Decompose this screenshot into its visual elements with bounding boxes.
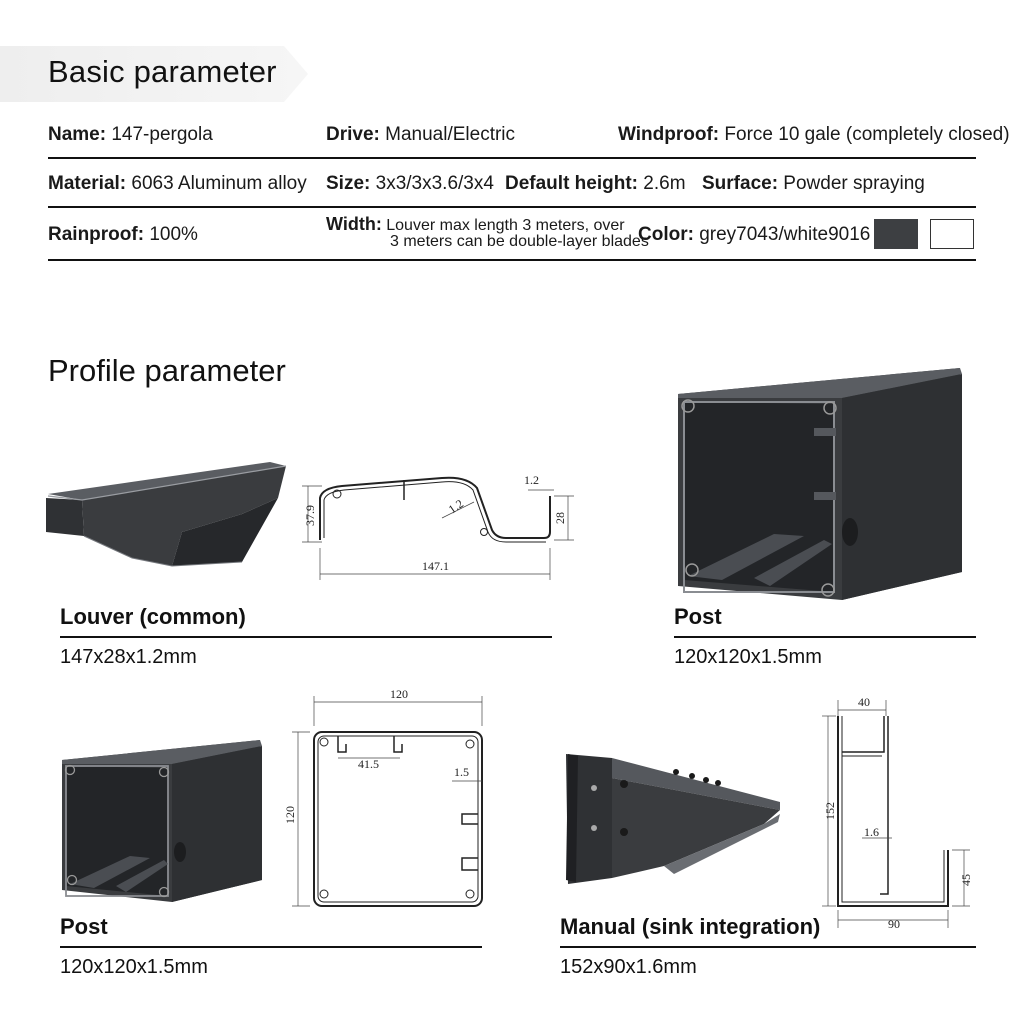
param-row-3: Rainproof: 100%: [48, 224, 976, 268]
profile-dimensions: 147x28x1.2mm: [60, 646, 197, 668]
gutter-width-label: 90: [888, 917, 900, 930]
basic-parameter-title: Basic parameter: [48, 54, 277, 89]
caption-divider: [674, 636, 976, 638]
param-divider: [48, 157, 976, 159]
caption-divider: [60, 946, 482, 948]
post-wall-label: 1.5: [454, 765, 469, 779]
param-windproof: Windproof: Force 10 gale (completely clo…: [618, 124, 1010, 145]
post-slot-label: 41.5: [358, 757, 379, 771]
post-3d-image: [678, 368, 962, 600]
louver-width-label: 147.1: [422, 559, 449, 573]
profile-dimensions: 152x90x1.6mm: [560, 956, 697, 978]
param-row-1: Name: 147-pergola Drive: Manual/Electric…: [48, 124, 1010, 168]
color-swatch-white: [930, 219, 974, 249]
param-rainproof: Rainproof: 100%: [48, 224, 198, 245]
gutter-top-label: 40: [858, 695, 870, 709]
profile-dimensions: 120x120x1.5mm: [674, 646, 822, 668]
caption-divider: [560, 946, 976, 948]
param-color: Color: grey7043/white9016: [638, 224, 871, 245]
gutter-wall-label: 1.6: [864, 825, 879, 839]
profile-caption: Post: [60, 914, 108, 939]
profile-caption: Louver (common): [60, 604, 246, 629]
gutter-3d-image: [566, 754, 780, 884]
gutter-profile-drawing: 40 152 1.6 45 90: [822, 695, 973, 930]
param-default-height: Default height: 2.6m: [505, 173, 686, 194]
post-3d-image: [62, 740, 262, 902]
louver-wall-label: 1.2: [524, 473, 539, 487]
param-drive: Drive: Manual/Electric: [326, 124, 516, 145]
profile-parameter-title: Profile parameter: [48, 353, 286, 388]
louver-depth-label: 28: [553, 512, 567, 524]
color-swatch-grey: [874, 219, 918, 249]
param-row-2: Material: 6063 Aluminum alloy Size: 3x3/…: [48, 173, 976, 217]
louver-profile-drawing: 37.9 147.1 28 1.2 1.2: [302, 473, 574, 580]
caption-divider: [60, 636, 552, 638]
section-banner: [0, 46, 308, 102]
louver-thickness-label: 1.2: [446, 496, 466, 516]
param-material: Material: 6063 Aluminum alloy: [48, 173, 307, 194]
param-divider: [48, 259, 976, 261]
louver-height-label: 37.9: [303, 505, 317, 526]
param-name: Name: 147-pergola: [48, 124, 213, 145]
post-height-label: 120: [284, 806, 297, 824]
profile-caption: Post: [674, 604, 722, 629]
profile-caption: Manual (sink integration): [560, 914, 821, 939]
param-divider: [48, 206, 976, 208]
param-surface: Surface: Powder spraying: [702, 173, 925, 194]
gutter-lip-label: 45: [959, 874, 973, 886]
profile-dimensions: 120x120x1.5mm: [60, 956, 208, 978]
post-profile-drawing: 120 120 41.5 1.5: [284, 687, 483, 907]
gutter-height-label: 152: [823, 802, 837, 820]
post-width-label: 120: [390, 687, 408, 701]
louver-3d-image: [46, 462, 287, 567]
param-size: Size: 3x3/3x3.6/3x4: [326, 173, 494, 194]
